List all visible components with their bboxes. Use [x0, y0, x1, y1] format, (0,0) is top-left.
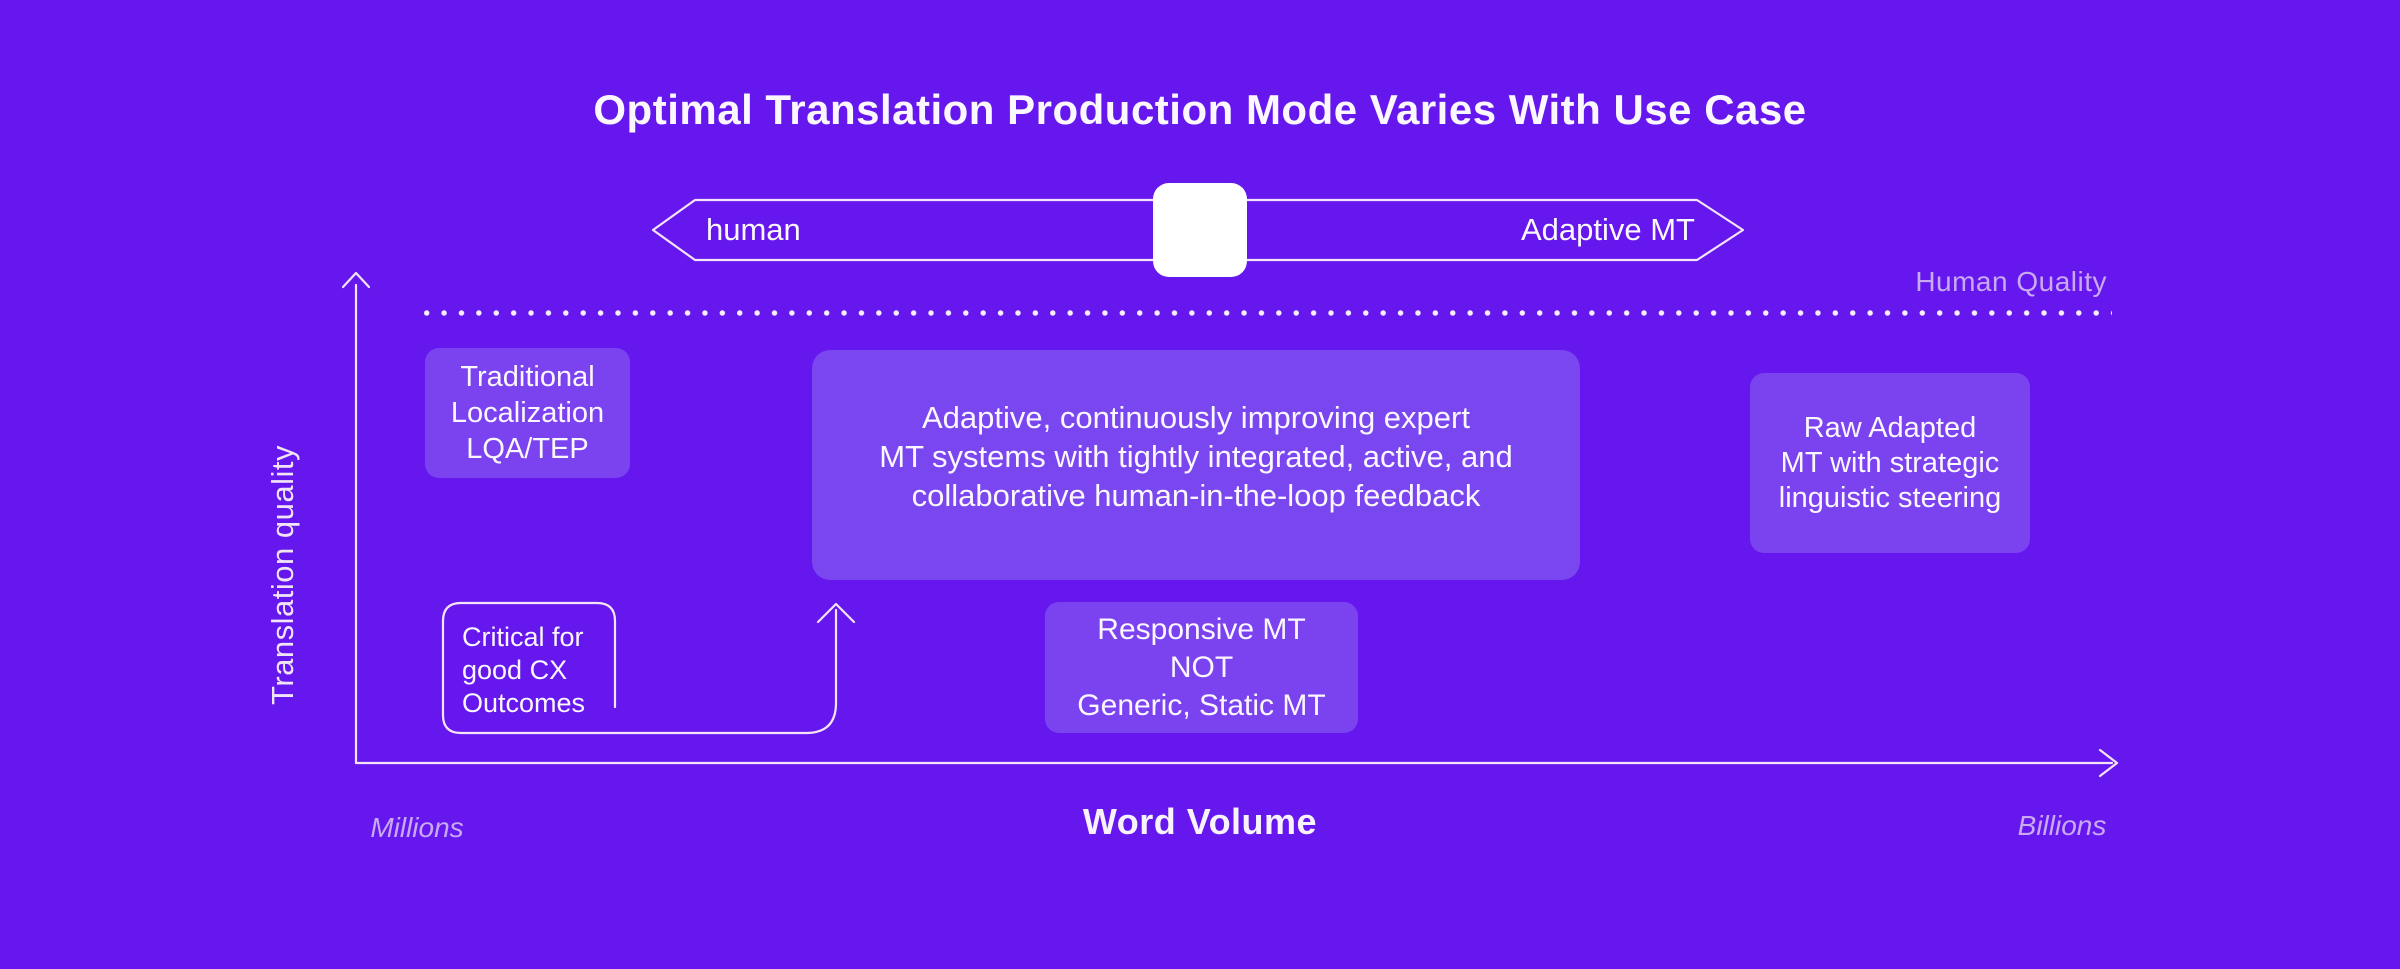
callout-arrowhead-icon: [816, 602, 856, 624]
callout-critical-cx-text: Critical for good CX Outcomes: [462, 622, 586, 718]
callout-outline-arrow: [441, 601, 838, 735]
human-quality-dotted-line: [418, 308, 2112, 318]
slider-left-band-outline: [651, 198, 1155, 262]
y-axis-label: Translation quality: [265, 445, 300, 705]
page-title: Optimal Translation Production Mode Vari…: [593, 86, 1807, 133]
box-adaptive-mt: Adaptive, continuously improving expert …: [812, 350, 1580, 580]
y-axis-arrowhead-icon: [341, 271, 371, 289]
box-raw-adapted-mt: Raw Adapted MT with strategic linguistic…: [1750, 373, 2030, 553]
slider-right-label: Adaptive MT: [1520, 212, 1695, 247]
box-traditional-localization: Traditional Localization LQA/TEP: [425, 348, 630, 478]
box-responsive-mt: Responsive MT NOT Generic, Static MT: [1045, 602, 1358, 733]
x-axis-label: Word Volume: [1082, 801, 1318, 842]
slider-left-label: human: [706, 212, 801, 247]
human-quality-label: Human Quality: [1915, 266, 2107, 297]
slider-handle[interactable]: [1153, 183, 1247, 277]
x-axis-min-label: Millions: [370, 812, 464, 843]
x-axis-arrowhead-icon: [2098, 748, 2119, 778]
x-axis-max-label: Billions: [2017, 810, 2107, 841]
slider-right-band-outline: [1245, 198, 1745, 262]
